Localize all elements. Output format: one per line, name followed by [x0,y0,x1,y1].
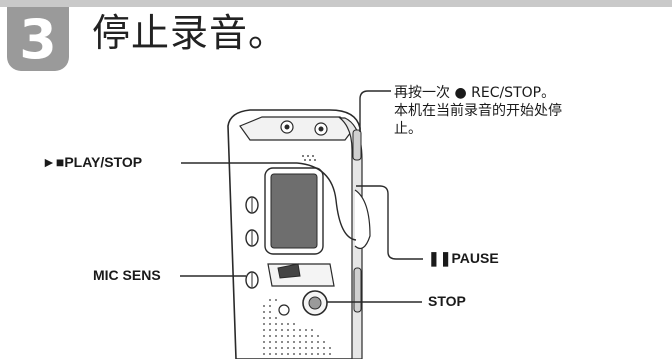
step-number-badge: 3 [7,7,69,71]
stop-label: STOP [428,293,466,309]
display-screen [270,173,318,249]
small-button [278,304,290,316]
control-panel [267,263,335,287]
pause-switch [354,189,371,249]
step-title: 停止录音。 [92,11,288,55]
step-number: 3 [19,8,57,71]
speaker-grille [263,299,331,355]
mic-sens-label: MIC SENS [93,267,161,283]
callout-note: 再按一次 ● REC/STOP。 本机在当前录音的开始处停 止。 [394,84,672,138]
side-slider [353,267,362,313]
top-rule [0,0,672,7]
note-line-3: 止。 [394,121,422,137]
pause-label: ❚❚PAUSE [428,250,499,266]
note-line-2: 本机在当前录音的开始处停 [394,103,562,119]
left-buttons [245,196,259,289]
recorder-top [239,116,355,141]
play-button [277,263,301,279]
top-speaker-grille [302,155,316,161]
callout-lines [180,90,423,303]
note-line-1: 再按一次 ● REC/STOP。 [394,85,556,101]
rec-stop-switch [352,129,362,161]
play-stop-label: ►■PLAY/STOP [42,154,143,170]
